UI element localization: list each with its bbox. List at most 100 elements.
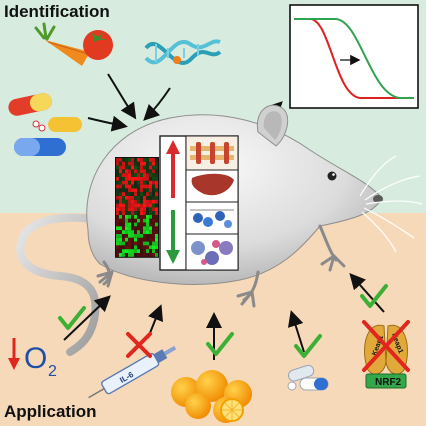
heatmap-cell (119, 196, 122, 200)
heatmap-cell (149, 222, 152, 227)
heatmap-cell (116, 207, 119, 212)
heatmap-cell (146, 196, 149, 200)
low-oxygen-icon: O 2 (8, 338, 57, 380)
heatmap-cell (134, 199, 137, 204)
heatmap-cell (128, 253, 131, 257)
heatmap-cell (128, 169, 131, 174)
heatmap-cell (131, 222, 134, 227)
heatmap-cell (146, 184, 149, 189)
heatmap-cell (140, 234, 143, 238)
pills-icon (8, 93, 82, 156)
heatmap-cell (146, 158, 149, 162)
heatmap-cell (125, 196, 128, 200)
heatmap-cell (149, 177, 152, 181)
heatmap-cell (116, 203, 119, 208)
heatmap-cell (128, 158, 131, 162)
heatmap-cell (119, 245, 122, 250)
heatmap-cell (143, 196, 146, 200)
heatmap-cell (128, 180, 131, 185)
mouse-front-paw-right (318, 224, 346, 272)
heatmap-cell (155, 245, 158, 250)
heatmap-cell (134, 237, 137, 242)
heatmap-cell (128, 192, 131, 196)
heatmap-cell (149, 180, 152, 185)
heatmap-cell (125, 203, 128, 208)
heatmap-cell (125, 188, 128, 193)
heatmap-cell (116, 230, 119, 234)
arrow-capsules (287, 310, 305, 353)
liver-icon (191, 173, 234, 196)
heatmap-cell (146, 207, 149, 212)
heatmap-cell (155, 222, 158, 227)
heatmap-cell (125, 249, 128, 253)
heatmap-cell (155, 180, 158, 185)
heatmap-cell (125, 234, 128, 238)
heatmap-cell (140, 184, 143, 189)
heatmap-cell (116, 184, 119, 189)
heatmap-cell (152, 199, 155, 204)
arrow-oxygen (63, 295, 111, 341)
heatmap-cell (122, 230, 125, 234)
heatmap-cell (122, 165, 125, 170)
heatmap-cell (131, 158, 134, 162)
heatmap-cell (146, 165, 149, 170)
heatmap-cell (155, 158, 158, 162)
membrane-icon (190, 142, 234, 164)
survival-curve-plot (289, 4, 419, 109)
heatmap-cell (149, 234, 152, 238)
heatmap-cell (125, 215, 128, 219)
heatmap-cell (137, 169, 140, 174)
heatmap-cell (143, 237, 146, 242)
heatmap-cell (146, 177, 149, 181)
heatmap-cell (131, 253, 134, 257)
heatmap-cell (149, 173, 152, 177)
heatmap-cell (128, 245, 131, 250)
heatmap-cell (155, 211, 158, 215)
heatmap-cell (137, 245, 140, 250)
heatmap-cell (128, 184, 131, 189)
heatmap-cell (116, 173, 119, 177)
nrf2-label: NRF2 (375, 377, 402, 388)
heatmap-cell (146, 215, 149, 219)
heatmap-cell (140, 245, 143, 250)
heatmap-cell (119, 199, 122, 204)
heatmap-cell (137, 211, 140, 215)
heatmap-cell (122, 211, 125, 215)
heatmap-cell (137, 188, 140, 193)
keap1-cross-line-2 (362, 320, 410, 372)
heatmap-cell (155, 234, 158, 238)
heatmap-cell (134, 215, 137, 219)
heatmap-cell (152, 237, 155, 242)
heatmap-cell (116, 165, 119, 170)
heatmap-cell (137, 192, 140, 196)
heatmap-cell (116, 188, 119, 193)
heatmap-cell (134, 226, 137, 231)
heatmap-cell (146, 173, 149, 177)
heatmap-cell (137, 241, 140, 246)
heatmap-cell (116, 218, 119, 223)
heatmap-cell (155, 192, 158, 196)
heatmap-cell (125, 222, 128, 227)
heatmap-cell (152, 173, 155, 177)
heatmap-cell (155, 241, 158, 246)
oxygen-label: O (24, 342, 47, 375)
heatmap-cell (131, 165, 134, 170)
heatmap-cell (137, 249, 140, 253)
heatmap-cell (128, 173, 131, 177)
heatmap-cell (116, 237, 119, 242)
heatmap-cell (146, 203, 149, 208)
heatmap-cell (131, 188, 134, 193)
heatmap-cell (143, 184, 146, 189)
heatmap-cell (143, 173, 146, 177)
heatmap-cell (122, 237, 125, 242)
heatmap-cell (146, 211, 149, 215)
heatmap-cell (119, 188, 122, 193)
heatmap-cell (134, 188, 137, 193)
heatmap-cell (137, 203, 140, 208)
heatmap-cell (143, 192, 146, 196)
heatmap-cell (125, 165, 128, 170)
heatmap-cell (125, 241, 128, 246)
heatmap-cell (152, 234, 155, 238)
heatmap-cell (146, 192, 149, 196)
heatmap-cell (116, 177, 119, 181)
